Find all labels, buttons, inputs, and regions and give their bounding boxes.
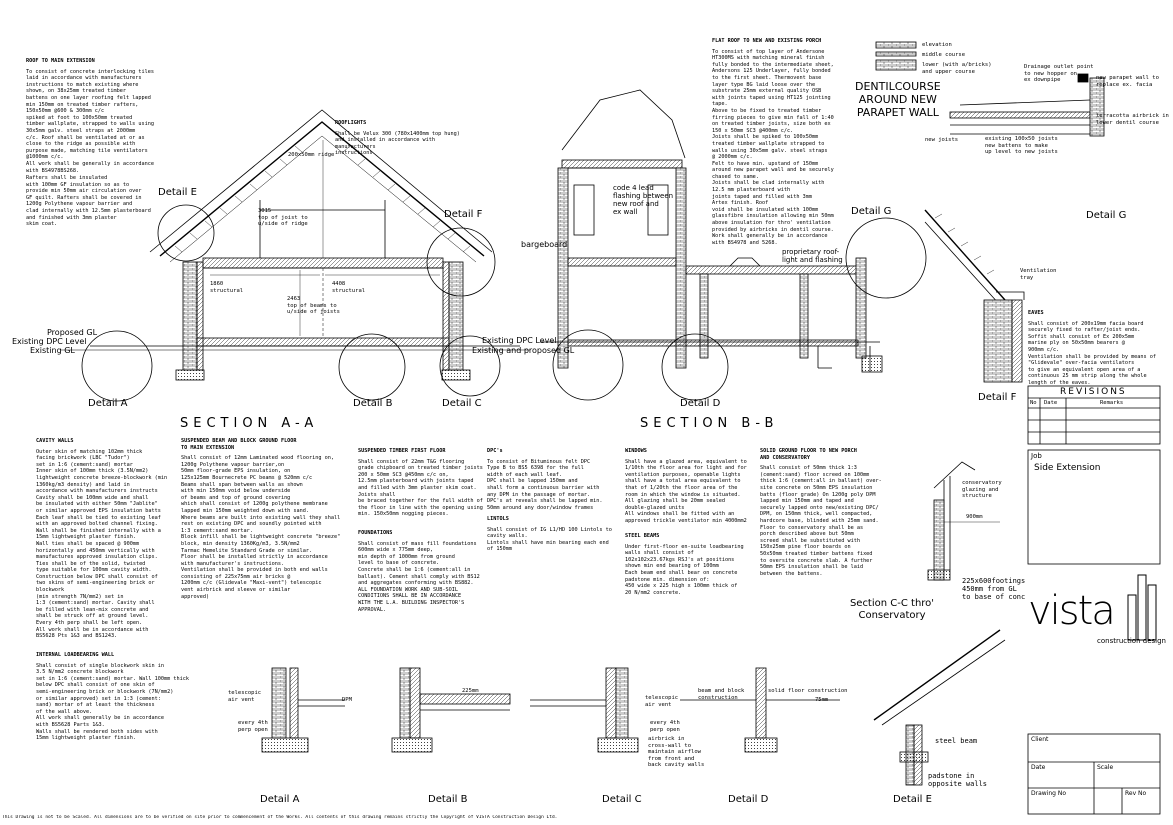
detail-d-label-top: Detail D bbox=[680, 398, 721, 409]
label-structural-1: 1860 structural bbox=[210, 281, 244, 294]
label-existing-joists: existing 100x50 joists new battens to ma… bbox=[985, 136, 1058, 156]
logo-sub: construction design bbox=[1097, 637, 1166, 645]
revisions-title: REVISIONS bbox=[1060, 387, 1127, 397]
label-existing-gl: Existing GL bbox=[30, 346, 75, 355]
detail-f-label-top: Detail F bbox=[444, 209, 483, 220]
label-footings: 225x600footings 450mm from GL to base of… bbox=[962, 577, 1026, 601]
legend-middle: middle course bbox=[922, 52, 966, 58]
note-solid-floor: SOLID GROUND FLOOR TO NEW PORCH AND CONS… bbox=[760, 448, 882, 577]
revisions-col-no: No bbox=[1030, 400, 1037, 406]
detail-g-drawing bbox=[875, 41, 1105, 137]
detail-g-label: Detail G bbox=[1086, 210, 1127, 221]
section-cc-drawing bbox=[927, 461, 1000, 581]
footer-disclaimer: This Drawing is not to be Scaled. All di… bbox=[2, 815, 558, 820]
logo-mark bbox=[1127, 574, 1157, 641]
label-existing-dpc: Existing DPC Level bbox=[12, 337, 87, 346]
label-steel-beam: steel beam bbox=[935, 737, 978, 745]
label-proprietary: proprietary roof- light and flashing bbox=[782, 248, 843, 264]
label-padstone: padstone in opposite walls bbox=[928, 772, 988, 788]
section-aa-drawing bbox=[60, 109, 530, 402]
label-proposed-gl: Proposed GL bbox=[47, 328, 98, 337]
label-new-joists: new joists bbox=[925, 137, 959, 143]
label-vent-tray: Ventilation tray bbox=[1020, 268, 1057, 281]
label-drainage: Drainage outlet point to new hopper on e… bbox=[1024, 64, 1094, 84]
label-solid-floor: solid floor construction bbox=[768, 688, 848, 694]
job-value: Side Extension bbox=[1034, 463, 1101, 473]
drawing-no-label: Drawing No bbox=[1031, 790, 1067, 797]
detail-e-label: Detail E bbox=[893, 794, 932, 805]
date-label: Date bbox=[1031, 764, 1046, 771]
detail-f-label: Detail F bbox=[978, 392, 1017, 403]
section-bb-title: SECTION B-B bbox=[640, 416, 779, 431]
revisions-col-date: Date bbox=[1044, 400, 1058, 406]
label-900: 900mm bbox=[966, 514, 983, 520]
label-beams-joists: 2463 top of beams to u/side of joists bbox=[287, 296, 340, 316]
rev-no-label: Rev No bbox=[1125, 790, 1147, 797]
label-structural-2: 4408 structural bbox=[332, 281, 366, 294]
label-every4-a: every 4th perp open bbox=[238, 720, 268, 733]
detail-f-drawing bbox=[924, 209, 1025, 383]
title-block-frame bbox=[1027, 385, 1161, 815]
detail-c-label-top: Detail C bbox=[442, 398, 482, 409]
label-top-joist: 3015 top of joist to u/side of ridge bbox=[258, 208, 308, 228]
note-rafters: Rafters shall be insulated with 100mm GF… bbox=[26, 175, 151, 228]
legend-elevation: elevation bbox=[922, 42, 952, 48]
label-beam-block: beam and block construction bbox=[698, 688, 745, 701]
label-code4: code 4 lead flashing between new roof an… bbox=[613, 184, 674, 216]
note-suspended: SUSPENDED BEAM AND BLOCK GROUND FLOOR TO… bbox=[181, 438, 341, 600]
section-cc-title: Section C-C thro' Conservatory bbox=[849, 598, 935, 621]
label-ridge: 200x50mm ridge bbox=[288, 152, 335, 158]
section-aa-title: SECTION A-A bbox=[180, 416, 319, 431]
detail-g-label-top: Detail G bbox=[851, 206, 892, 217]
revisions-col-remarks: Remarks bbox=[1100, 400, 1124, 406]
label-75: 75mm bbox=[815, 697, 829, 703]
job-label: Job bbox=[1031, 452, 1042, 460]
legend-lower: lower (with a/bricks) and upper course bbox=[922, 62, 992, 75]
detail-a-label-top: Detail A bbox=[88, 398, 128, 409]
section-bb-drawing bbox=[540, 89, 927, 401]
detail-b-label-top: Detail B bbox=[353, 398, 393, 409]
detail-e-label-top: Detail E bbox=[158, 187, 197, 198]
detail-a-label: Detail A bbox=[260, 794, 300, 805]
detail-c-label: Detail C bbox=[602, 794, 642, 805]
label-dentil: DENTILCOURSE AROUND NEW PARAPET WALL bbox=[855, 80, 941, 119]
scale-label: Scale bbox=[1097, 764, 1114, 771]
label-airbrick-c: airbrick in cross-wall to maintain airfl… bbox=[648, 736, 705, 769]
label-225: 225mm bbox=[462, 688, 479, 694]
label-bargeboard: bargeboard bbox=[521, 240, 568, 249]
detail-d-label: Detail D bbox=[728, 794, 769, 805]
label-parapet: new parapet wall to replace ex. facia bbox=[1096, 75, 1159, 88]
client-label: Client bbox=[1031, 736, 1049, 743]
logo-text: vista bbox=[1028, 588, 1116, 634]
label-telescopic-c: telescopic air vent bbox=[645, 695, 679, 708]
label-existing-proposed-gl: Existing and proposed GL bbox=[472, 346, 575, 355]
label-existing-dpc-right: Existing DPC Level bbox=[482, 336, 557, 345]
label-telescopic-a: telescopic air vent bbox=[228, 690, 262, 703]
label-every4-c: every 4th perp open bbox=[650, 720, 680, 733]
detail-b-label: Detail B bbox=[428, 794, 468, 805]
label-terracotta: terracotta airbrick in lower dentil cour… bbox=[1096, 113, 1169, 126]
label-dpm-a: DPM bbox=[342, 697, 352, 703]
label-conservatory: conservatory glazing and structure bbox=[962, 480, 1002, 500]
bottom-details-drawing bbox=[261, 629, 1006, 786]
